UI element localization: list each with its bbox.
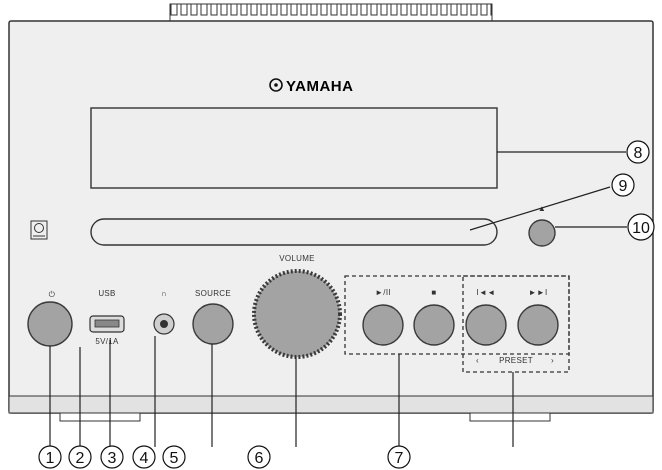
callout-2: 2 xyxy=(68,445,92,469)
callout-6: 6 xyxy=(247,445,271,469)
previous-symbol: I◄◄ xyxy=(477,288,496,297)
usb-port-slot xyxy=(94,319,120,328)
preset-left-chevron-icon: ‹ xyxy=(476,356,479,365)
yamaha-logo: YAMAHA xyxy=(269,78,353,95)
previous-button[interactable] xyxy=(465,304,507,346)
source-button[interactable] xyxy=(192,303,234,345)
foot-right xyxy=(469,412,551,422)
svg-text:9: 9 xyxy=(619,178,628,195)
play-pause-button[interactable] xyxy=(362,304,404,346)
foot-left xyxy=(59,412,141,422)
volume-knob-face xyxy=(259,276,335,352)
callout-7: 7 xyxy=(387,445,411,469)
svg-text:10: 10 xyxy=(632,220,650,237)
play-pause-symbol: ►/II xyxy=(375,288,391,297)
stop-button[interactable] xyxy=(413,304,455,346)
svg-text:3: 3 xyxy=(108,450,117,467)
playback-group-box xyxy=(344,275,570,355)
volume-label: VOLUME xyxy=(279,254,315,263)
right-leader-lines xyxy=(469,151,627,231)
power-button[interactable] xyxy=(27,301,73,347)
svg-text:6: 6 xyxy=(255,450,264,467)
callout-1: 1 xyxy=(38,445,62,469)
power-symbol: ⏻ xyxy=(49,290,56,299)
svg-text:4: 4 xyxy=(140,450,149,467)
bottom-leader-lines xyxy=(49,336,514,447)
callout-8: 8 xyxy=(626,140,650,164)
callout-10: 10 xyxy=(627,213,655,241)
usb-rating-label: 5V/1A xyxy=(95,337,119,346)
callout-4: 4 xyxy=(132,445,156,469)
display-window xyxy=(90,107,498,189)
preset-label: PRESET xyxy=(499,356,533,365)
stop-symbol: ■ xyxy=(431,288,436,297)
disc-slot xyxy=(90,218,498,246)
usb-label: USB xyxy=(98,289,115,298)
callout-3: 3 xyxy=(100,445,124,469)
headphones-icon: ∩ xyxy=(161,289,167,298)
top-vent xyxy=(169,3,493,22)
brand-text: YAMAHA xyxy=(286,78,353,95)
preset-group-box xyxy=(462,275,570,373)
unit-base xyxy=(8,395,654,414)
callout-9: 9 xyxy=(611,173,635,197)
svg-text:7: 7 xyxy=(395,450,404,467)
svg-text:2: 2 xyxy=(76,450,85,467)
eject-button[interactable] xyxy=(528,219,556,247)
next-symbol: ►►I xyxy=(529,288,548,297)
callout-5: 5 xyxy=(162,445,186,469)
svg-text:8: 8 xyxy=(634,145,643,162)
next-button[interactable] xyxy=(517,304,559,346)
svg-text:1: 1 xyxy=(46,450,55,467)
source-label: SOURCE xyxy=(195,289,231,298)
headphone-jack-hole xyxy=(160,320,168,328)
svg-text:5: 5 xyxy=(170,450,179,467)
cd-logo-icon xyxy=(30,220,48,240)
preset-right-chevron-icon: › xyxy=(551,356,554,365)
